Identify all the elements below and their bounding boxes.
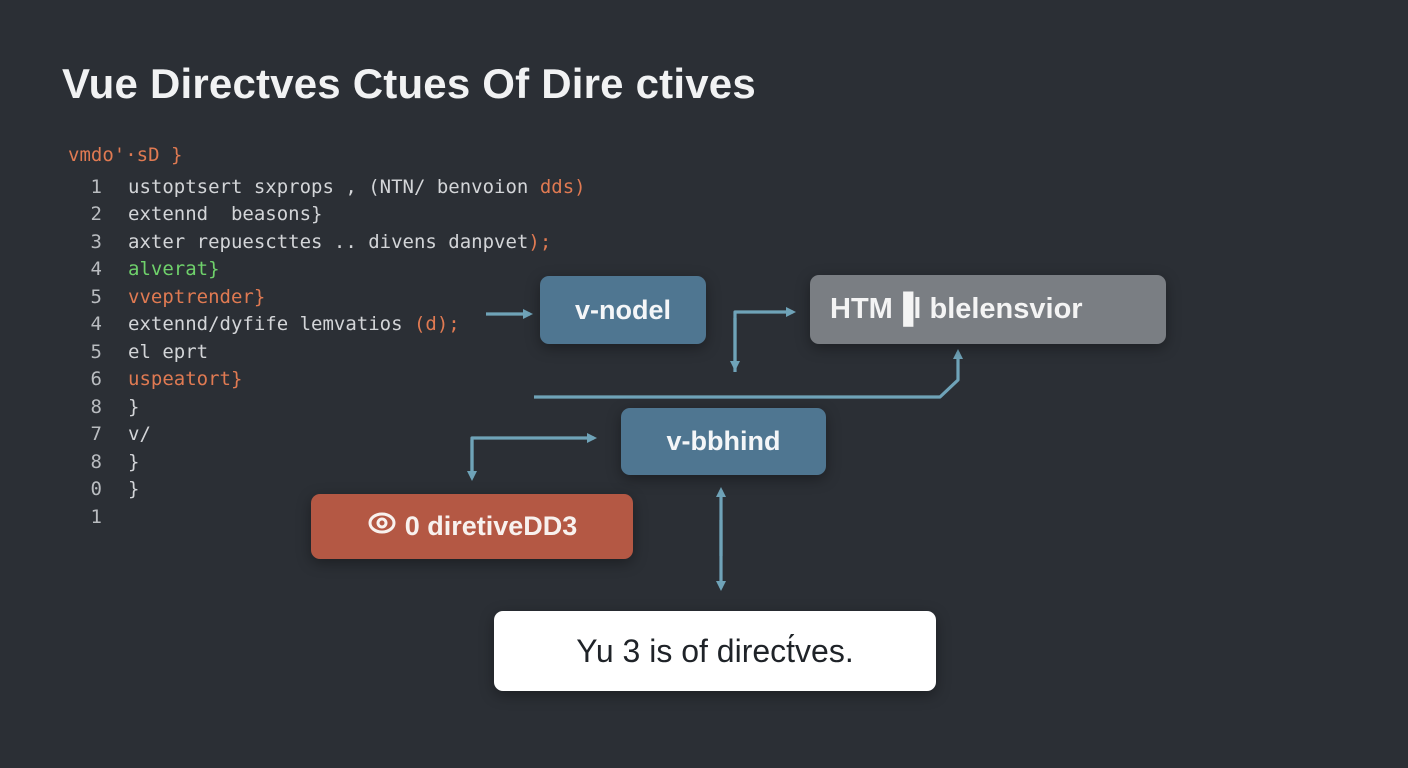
caption-box: Yu 3 is of direct́ves. (494, 611, 936, 691)
arrow-line-to-html (534, 349, 963, 399)
line-number: 7 (90, 423, 102, 445)
line-number: 4 (90, 313, 102, 335)
code-line: 8} (68, 449, 586, 477)
line-number: 8 (90, 450, 102, 473)
code-line: 7 v/ (68, 421, 586, 449)
line-number: 2 (90, 203, 102, 225)
html-behavior-label: HTM▐l blelensvior (830, 293, 1083, 325)
code-text-accent: ); (528, 230, 552, 253)
code-line: 0} (68, 476, 586, 504)
code-text: alverat} (128, 258, 220, 280)
code-text: axter repuescttes .. divens danpvet (128, 230, 529, 253)
code-text-accent: (d); (413, 313, 460, 335)
code-line: 4 extennd/dyfife lemvatios (d); (68, 311, 586, 339)
code-text: vveptrender} (128, 285, 266, 308)
code-text: extennd/dyfife lemvatios (128, 313, 414, 335)
vbind-node: v-bbhind (621, 408, 826, 475)
code-text: } (128, 450, 140, 473)
line-number: 5 (90, 285, 102, 308)
code-line: 2 extennd beasons} (68, 201, 586, 229)
line-number: 3 (90, 230, 102, 253)
code-text-accent: dds) (539, 175, 586, 198)
code-line: 3 axter repuescttes .. divens danpvet); (68, 229, 586, 257)
code-text: el eprt (128, 340, 209, 363)
vmodel-node: v-nodel (540, 276, 706, 344)
html-behavior-node: HTM▐l blelensvior (810, 275, 1166, 344)
line-number: 6 (90, 368, 102, 390)
code-line: 5 el eprt (68, 339, 586, 367)
code-header: vmdo'·sD } (68, 144, 183, 166)
code-text: } (128, 478, 140, 500)
line-number: 1 (90, 505, 102, 528)
code-line: 1 (68, 504, 586, 532)
code-line: 6 uspeatort} (68, 366, 586, 394)
line-number: 8 (90, 395, 102, 418)
directive-label: 0 diretiveDD3 (404, 511, 578, 541)
caption-text: Yu 3 is of direct́ves. (576, 632, 854, 669)
arrow-vmodel-to-html (733, 307, 796, 372)
vbind-label: v-bbhind (666, 426, 781, 456)
eye-icon (367, 511, 397, 542)
code-line: 4 alverat} (68, 256, 586, 284)
line-number: 4 (90, 258, 102, 280)
line-number: 1 (90, 175, 102, 198)
page-title: Vue Directves Ctues Of Dire ctives (62, 60, 756, 107)
code-lines: 1 ustoptsert sxprops , (NTN/ benvoion dds… (68, 174, 586, 532)
code-text: extennd beasons} (128, 203, 323, 225)
directive-node: 0 diretiveDD3 (311, 494, 633, 559)
code-text: } (128, 395, 140, 418)
line-number: 5 (90, 340, 102, 363)
code-text: uspeatort} (128, 368, 243, 390)
code-line: 8} (68, 394, 586, 422)
code-text: v/ (128, 423, 151, 445)
vmodel-label: v-nodel (574, 294, 671, 325)
code-line: 5 vveptrender} (68, 284, 586, 312)
arrow-to-vbind (470, 433, 597, 476)
line-number: 0 (90, 478, 102, 500)
code-block: vmdo'·sD } 1 ustoptsert sxprops , (NTN/ b… (68, 142, 586, 531)
code-line: 1 ustoptsert sxprops , (NTN/ benvoion dds… (68, 174, 586, 202)
code-text: ustoptsert sxprops , (NTN/ benvoion (128, 175, 540, 198)
